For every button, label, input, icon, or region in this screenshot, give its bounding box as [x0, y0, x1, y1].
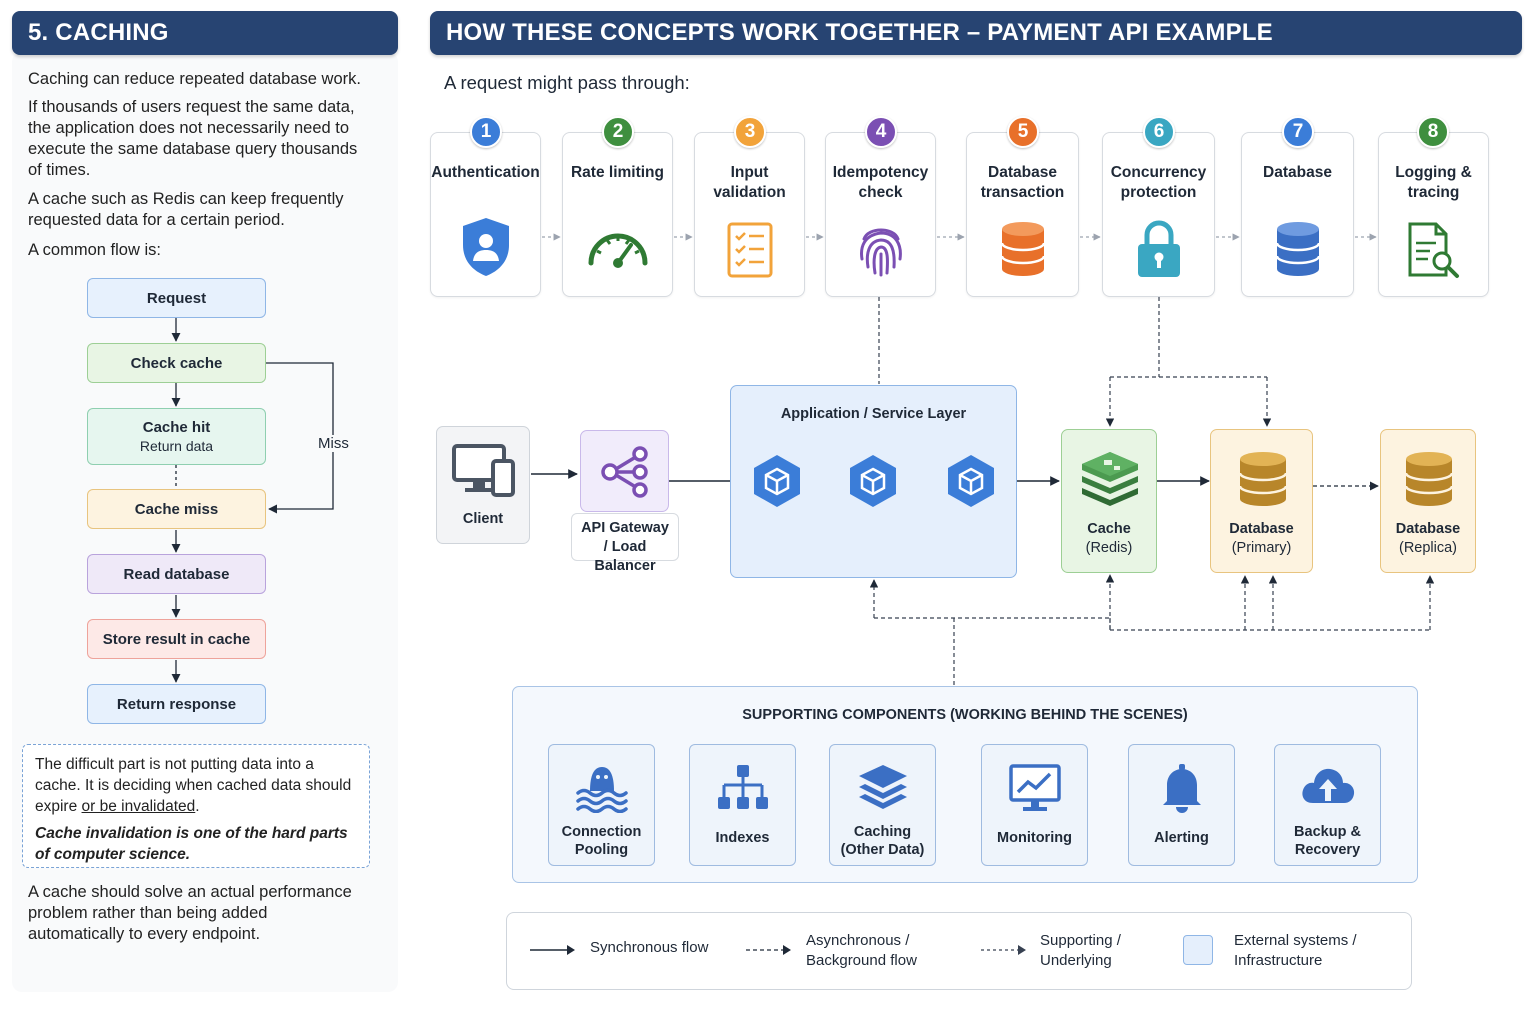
application-layer-title: Application / Service Layer — [780, 406, 967, 422]
share-nodes-icon — [601, 446, 648, 498]
step-logging-tracing: Logging & tracing — [1378, 132, 1489, 297]
legend-async-arrow — [746, 945, 791, 955]
legend-async-label: Asynchronous / Background flow — [806, 932, 917, 969]
invalidation-quote: Cache invalidation is one of the hard pa… — [35, 825, 348, 863]
caching-intro: Caching can reduce repeated database wor… — [28, 70, 361, 88]
cache-redis-label: Cache(Redis) — [1085, 521, 1133, 556]
step-number-4: 4 — [865, 116, 897, 148]
support-backup-recovery: Backup & Recovery — [1274, 744, 1381, 866]
cloud-upload-icon — [1301, 768, 1354, 803]
database-icon — [1000, 222, 1045, 276]
service-cube-icon — [850, 455, 896, 507]
support-indexes: Indexes — [689, 744, 796, 866]
database-primary-node: Database(Primary) — [1210, 429, 1313, 573]
supporting-components-panel: SUPPORTING COMPONENTS (WORKING BEHIND TH… — [512, 686, 1418, 883]
support-label: Caching (Other Data) — [840, 824, 925, 858]
caching-paragraph-2: If thousands of users request the same d… — [28, 98, 358, 179]
step-number-2: 2 — [602, 116, 634, 148]
legend-support-arrow — [981, 945, 1026, 955]
caching-paragraph-3: A cache such as Redis can keep frequentl… — [28, 190, 344, 229]
fingerprint-icon — [859, 228, 902, 277]
legend: Synchronous flow Asynchronous / Backgrou… — [506, 912, 1412, 990]
support-label: Connection Pooling — [561, 824, 642, 858]
step-authentication: Authentication — [430, 132, 541, 297]
caching-header: 5. CACHING — [12, 11, 398, 55]
speedometer-icon — [588, 233, 647, 268]
pool-icon — [575, 767, 628, 813]
support-label: Monitoring — [997, 830, 1072, 846]
step-number-3: 3 — [734, 116, 766, 148]
supporting-components-title: SUPPORTING COMPONENTS (WORKING BEHIND TH… — [742, 707, 1188, 723]
support-alerting: Alerting — [1128, 744, 1235, 866]
database-primary-label: Database(Primary) — [1229, 521, 1294, 556]
step-number-5: 5 — [1007, 116, 1039, 148]
flow-read-database: Read database — [87, 554, 266, 594]
checklist-icon — [727, 222, 772, 278]
flow-store-result: Store result in cache — [87, 619, 266, 659]
support-connection-pooling: Connection Pooling — [548, 744, 655, 866]
service-cube-icon — [754, 455, 800, 507]
flow-cache-miss: Cache miss — [87, 489, 266, 529]
monitor-chart-icon — [1008, 764, 1061, 811]
step-concurrency-protection: Concurrency protection — [1102, 132, 1215, 297]
flow-return-response: Return response — [87, 684, 266, 724]
step-number-8: 8 — [1417, 116, 1449, 148]
step-database-transaction: Database transaction — [966, 132, 1079, 297]
database-icon — [1275, 222, 1320, 276]
layers-icon — [858, 765, 907, 809]
redis-stack-icon — [1082, 452, 1138, 506]
bell-icon — [1162, 764, 1201, 813]
database-icon — [1404, 452, 1454, 506]
legend-support-label: Supporting / Underlying — [1040, 932, 1121, 969]
cache-redis-node: Cache(Redis) — [1061, 429, 1157, 573]
api-gateway-label: API Gateway/ Load Balancer — [571, 513, 679, 574]
lock-icon — [1137, 220, 1180, 277]
support-monitoring: Monitoring — [981, 744, 1088, 866]
step-number-6: 6 — [1143, 116, 1175, 148]
caching-conclusion: A cache should solve an actual performan… — [28, 883, 352, 943]
legend-external-swatch — [1183, 935, 1213, 965]
step-input-validation: Input validation — [694, 132, 805, 297]
step-number-1: 1 — [470, 116, 502, 148]
legend-external-label: External systems / Infrastructure — [1234, 932, 1357, 969]
devices-icon — [452, 444, 515, 497]
client-node: Client — [436, 426, 530, 544]
shield-user-icon — [462, 218, 509, 276]
payment-api-header: HOW THESE CONCEPTS WORK TOGETHER – PAYME… — [430, 11, 1522, 55]
step-rate-limiting: Rate limiting — [562, 132, 673, 297]
api-gateway-node — [580, 430, 669, 512]
caching-paragraph-4: A common flow is: — [28, 241, 161, 259]
document-search-icon — [1408, 222, 1459, 278]
intro-text: A request might pass through: — [444, 72, 690, 93]
legend-sync-arrow — [530, 945, 575, 955]
database-icon — [1238, 452, 1288, 506]
support-label: Backup & Recovery — [1294, 824, 1361, 858]
invalidation-note: The difficult part is not putting data i… — [22, 744, 370, 868]
client-label: Client — [462, 511, 504, 527]
support-label: Indexes — [715, 830, 770, 846]
support-label: Alerting — [1154, 830, 1209, 846]
service-cube-icon — [948, 455, 994, 507]
step-number-7: 7 — [1282, 116, 1314, 148]
legend-sync-label: Synchronous flow — [590, 939, 709, 956]
hierarchy-icon — [717, 765, 768, 809]
step-database: Database — [1241, 132, 1354, 297]
step-idempotency-check: Idempotency check — [825, 132, 936, 297]
database-replica-node: Database(Replica) — [1380, 429, 1476, 573]
flow-request: Request — [87, 278, 266, 318]
miss-label: Miss — [317, 435, 350, 452]
database-replica-label: Database(Replica) — [1395, 521, 1461, 556]
flow-check-cache: Check cache — [87, 343, 266, 383]
support-caching-other-data: Caching (Other Data) — [829, 744, 936, 866]
